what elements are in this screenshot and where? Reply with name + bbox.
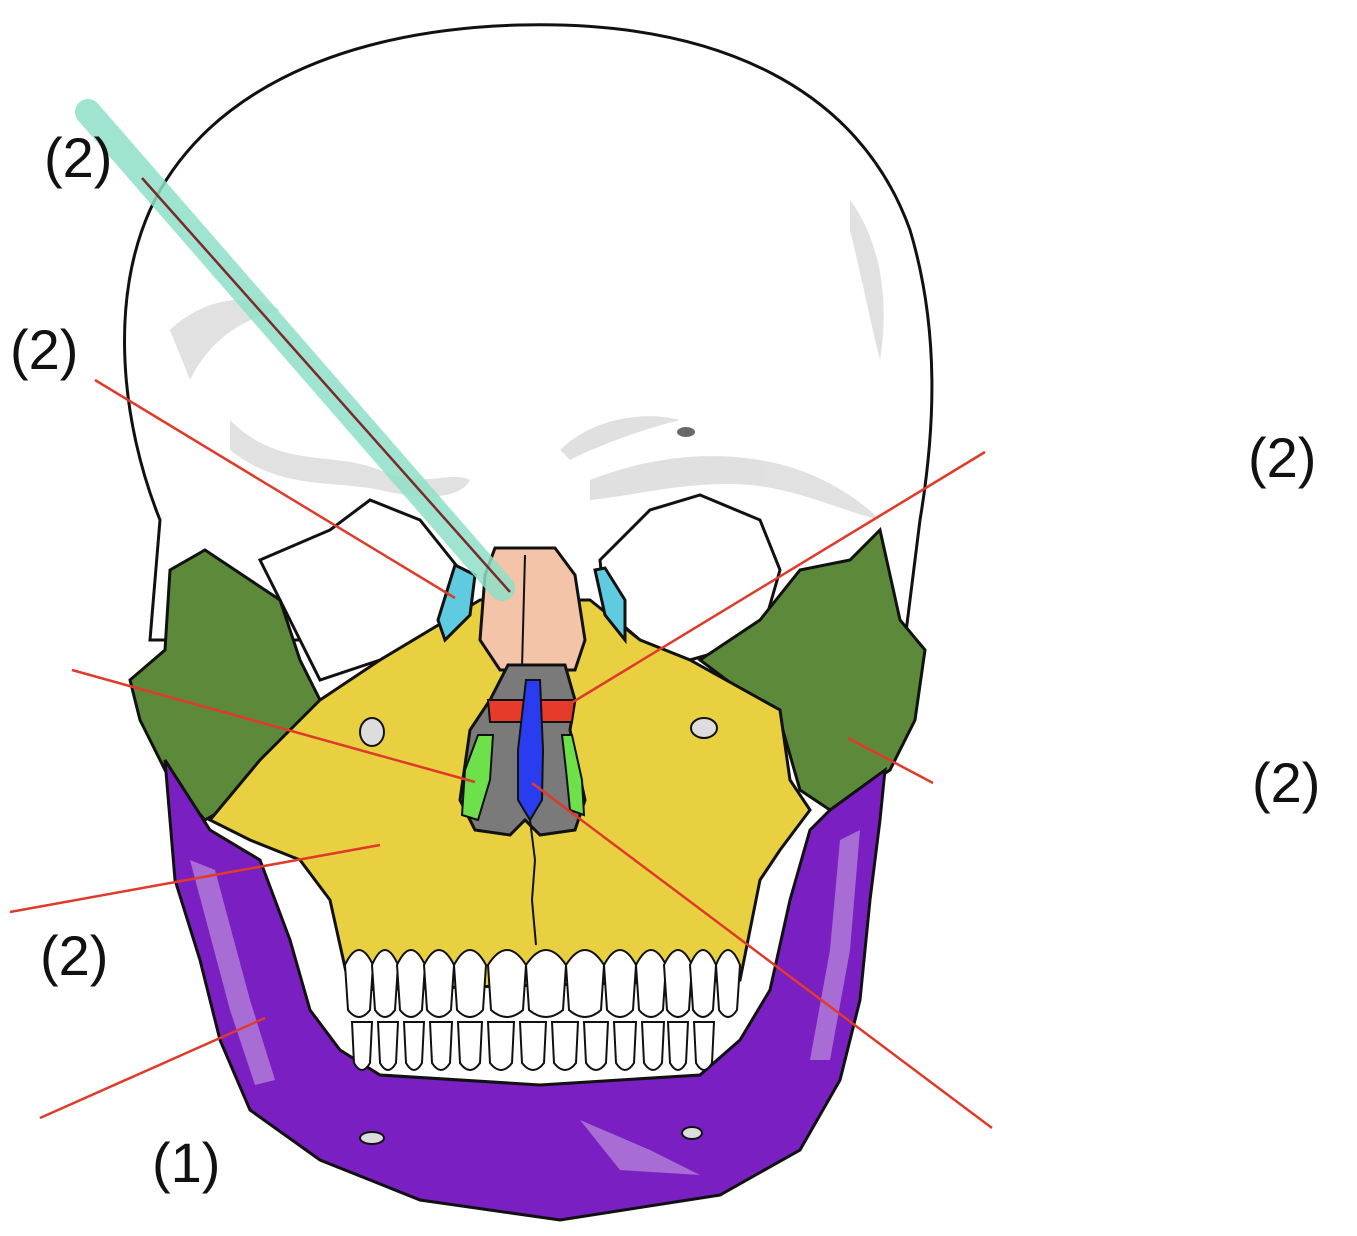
lower-tooth <box>350 1021 374 1071</box>
lower-tooth <box>666 1021 690 1071</box>
upper-tooth <box>370 949 400 1018</box>
upper-tooth <box>662 949 694 1018</box>
leader-line-zygomatic <box>847 736 934 785</box>
lacrimal-bone-left <box>593 566 627 645</box>
lower-tooth <box>640 1021 666 1071</box>
upper-tooth <box>524 949 568 1018</box>
leader-line-nasal <box>141 177 511 593</box>
upper-tooth <box>688 949 718 1018</box>
lower-tooth <box>456 1021 484 1071</box>
leader-line-vomer <box>531 782 993 1129</box>
mental-foramen-left <box>681 1126 703 1140</box>
leader-lines <box>9 378 993 1129</box>
mandible-highlights <box>190 830 860 1175</box>
leader-line-maxilla <box>9 843 381 914</box>
upper-tooth <box>714 949 742 1018</box>
mandible <box>163 759 887 1222</box>
lower-tooth <box>402 1021 426 1071</box>
upper-tooth <box>395 949 427 1018</box>
leader-line-mandible <box>39 1016 266 1120</box>
lower-tooth <box>376 1021 400 1071</box>
lower-tooth <box>550 1021 580 1071</box>
infraorbital-foramen-right <box>359 717 385 747</box>
lacrimal-bone-right <box>436 562 477 643</box>
lower-tooth <box>692 1021 716 1071</box>
upper-tooth <box>602 949 638 1018</box>
inferior-concha-right <box>460 734 495 822</box>
label-zygomatic-right: (2) <box>1252 751 1321 814</box>
lower-tooth <box>612 1021 638 1071</box>
upper-tooth <box>634 949 668 1018</box>
infraorbital-foramen-left <box>690 717 718 739</box>
label-maxilla: (2) <box>40 924 109 987</box>
leader-line-inferior-concha <box>71 668 476 784</box>
upper-tooth <box>486 949 528 1018</box>
upper-tooth <box>422 949 456 1018</box>
cranium <box>123 23 934 642</box>
label-lacrimal: (2) <box>10 318 79 381</box>
label-inferior-concha-right: (2) <box>1248 426 1317 489</box>
label-mandible: (1) <box>152 1131 221 1194</box>
upper-tooth <box>564 949 606 1018</box>
upper-tooth <box>343 949 375 1018</box>
mental-foramen-right <box>359 1131 385 1145</box>
cranium-shading <box>170 200 884 520</box>
lower-tooth <box>486 1021 516 1071</box>
lower-tooth <box>582 1021 610 1071</box>
leader-line-lacrimal <box>94 378 456 600</box>
zygomatic-bone-left <box>697 527 927 812</box>
inferior-concha-left <box>560 734 586 817</box>
label-nasal: (2) <box>44 126 113 189</box>
teeth <box>343 949 742 1071</box>
upper-tooth <box>452 949 488 1018</box>
lower-tooth <box>518 1021 548 1071</box>
leader-line-ethmoid <box>567 450 986 707</box>
lower-tooth <box>428 1021 454 1071</box>
